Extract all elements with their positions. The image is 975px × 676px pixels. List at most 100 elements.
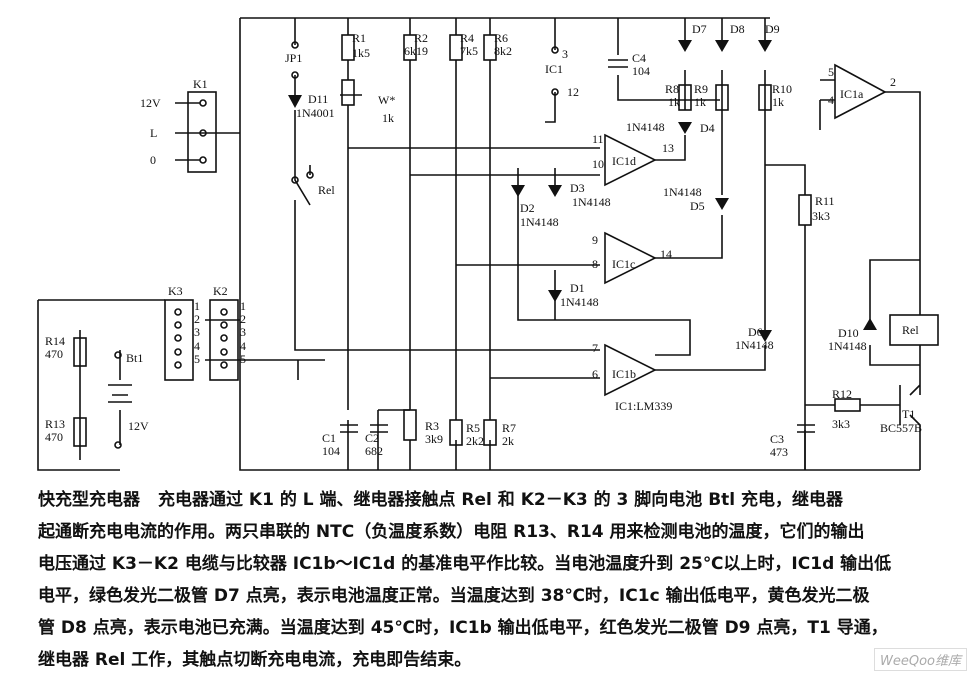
component-label: R8 [665,82,679,96]
component-label: R4 [460,31,474,45]
component-label: 1N4148 [572,195,611,209]
component-label: R10 [772,82,792,96]
component-label: W* [378,93,395,107]
component-label: 3 [562,47,568,61]
watermark-logo: WeeQoo维库 [874,648,967,671]
component-label: C3 [770,432,784,446]
component-label: D4 [700,121,715,135]
component-label: 12V [140,96,161,110]
component-label: R3 [425,419,439,433]
component-label: 12 [567,85,579,99]
component-label: C1 [322,431,336,445]
component-label: 5 [240,352,246,366]
component-label: 1k [382,111,394,125]
component-label: 2k [502,434,514,448]
component-label: D1 [570,281,585,295]
component-label: D5 [690,199,705,213]
component-label: 4 [828,93,834,107]
component-label: 10 [592,157,604,171]
component-label: 11 [592,132,604,146]
component-label: 1k [772,95,784,109]
component-label: D2 [520,201,535,215]
component-label: R5 [466,421,480,435]
caption-line: 继电器 Rel 工作，其触点切断充电电流，充电即告结束。 [38,650,472,670]
component-label: 1N4148 [828,339,867,353]
component-label: D9 [765,22,780,36]
component-label: 3 [194,325,200,339]
component-label: 3 [240,325,246,339]
component-label: 470 [45,347,63,361]
component-label: 13 [662,141,674,155]
component-label: 104 [632,64,650,78]
component-label: 2 [194,312,200,326]
component-label: 1 [194,299,200,313]
component-label: IC1:LM339 [615,399,672,413]
component-label: 4 [194,339,200,353]
component-label: R2 [414,31,428,45]
component-label: IC1d [612,154,636,168]
component-label: 1k [668,95,680,109]
component-label: 1N4148 [663,185,702,199]
caption-line: 电压通过 K3－K2 电缆与比较器 IC1b～IC1d 的基准电平作比较。当电池… [38,554,892,574]
component-label: 6k19 [404,44,428,58]
component-label: 2k2 [466,434,484,448]
component-label: IC1c [612,257,635,271]
component-label: 4 [240,339,246,353]
component-label: 1N4148 [520,215,559,229]
component-label: 7k5 [460,44,478,58]
component-label: 1N4148 [626,120,665,134]
component-label: L [150,126,157,140]
component-label: D3 [570,181,585,195]
component-label: R11 [815,194,835,208]
circuit-diagram: K112VL0JP1D111N4001R11k5W*1kR26k19R47k5R… [37,17,939,471]
component-label: Rel [318,183,335,197]
caption-line: 充电器通过 K1 的 L 端、继电器接触点 Rel 和 K2－K3 的 3 脚向… [158,490,844,510]
component-label: 7 [592,341,598,355]
component-label: 14 [660,247,672,261]
component-label: K3 [168,284,183,298]
component-label: R1 [352,31,366,45]
component-label: 0 [150,153,156,167]
component-label: 3k3 [832,417,850,431]
component-label: 8 [592,257,598,271]
component-label: 2 [890,75,896,89]
component-label: C2 [365,431,379,445]
wires [37,17,939,471]
component-label: 9 [592,233,598,247]
component-label: K1 [193,77,208,91]
component-label: 6 [592,367,598,381]
component-label: C4 [632,51,646,65]
component-label: 104 [322,444,340,458]
component-label: D6 [748,325,763,339]
component-label: 8k2 [494,44,512,58]
component-label: D11 [308,92,328,106]
component-label: IC1 [545,62,563,76]
component-label: 473 [770,445,788,459]
component-label: IC1b [612,367,636,381]
caption-line: 电平，绿色发光二极管 D7 点亮，表示电池温度正常。当温度达到 38℃时，IC1… [38,586,870,606]
component-label: 2 [240,312,246,326]
component-label: 470 [45,430,63,444]
component-label: 1N4148 [735,338,774,352]
caption-line: 管 D8 点亮，表示电池已充满。当温度达到 45℃时，IC1b 输出低电平，红色… [38,618,888,638]
caption-title: 快充型充电器 [38,490,140,510]
component-label: R7 [502,421,516,435]
component-label: Bt1 [126,351,143,365]
component-label: D7 [692,22,707,36]
component-label: 12V [128,419,149,433]
component-label: Rel [902,323,919,337]
component-label: 682 [365,444,383,458]
component-label: 1 [240,299,246,313]
component-label: 3k3 [812,209,830,223]
component-label: R12 [832,387,852,401]
component-labels: K112VL0JP1D111N4001R11k5W*1kR26k19R47k5R… [45,22,922,459]
component-label: D10 [838,326,859,340]
component-label: 3k9 [425,432,443,446]
component-label: R13 [45,417,65,431]
component-label: R9 [694,82,708,96]
caption-line: 起通断充电电流的作用。两只串联的 NTC（负温度系数）电阻 R13、R14 用来… [38,522,865,542]
component-label: R14 [45,334,65,348]
component-label: 1N4148 [560,295,599,309]
component-label: JP1 [285,51,302,65]
component-label: K2 [213,284,228,298]
